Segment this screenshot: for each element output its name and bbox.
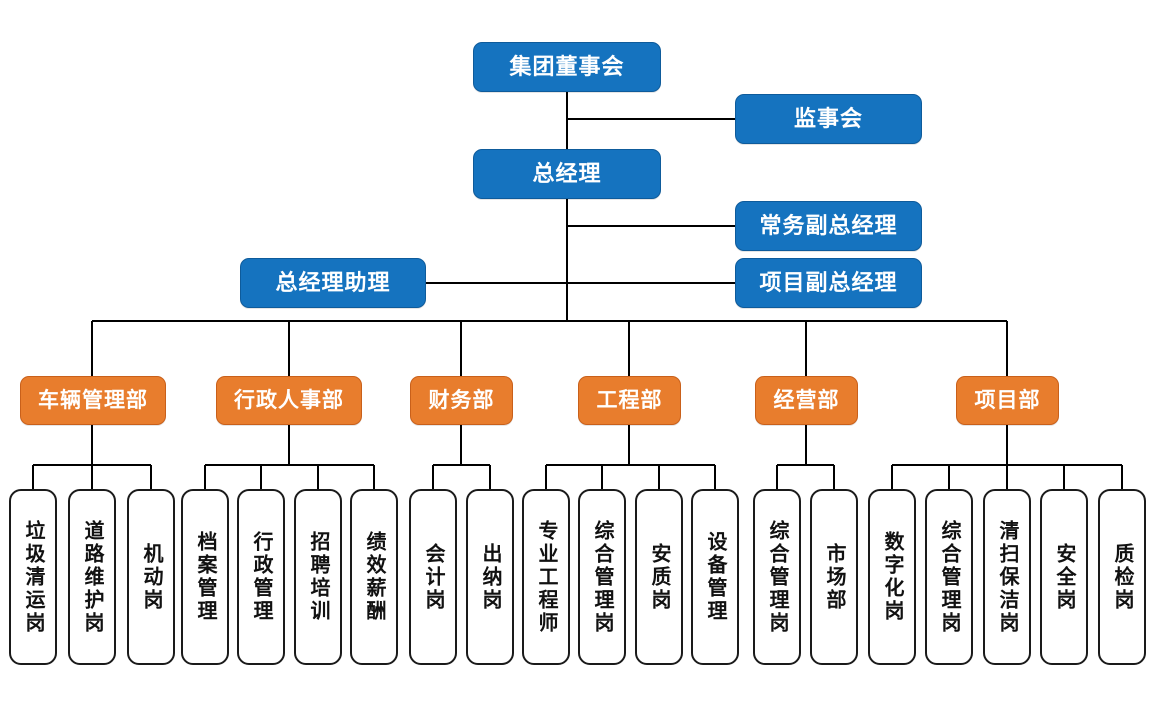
node-general-manager[interactable]: 总经理 bbox=[473, 149, 661, 199]
node-gm-assistant[interactable]: 总经理助理 bbox=[240, 258, 426, 308]
node-position-performance-compensation[interactable]: 绩效薪酬 bbox=[350, 489, 398, 665]
node-position-engineering-general-management[interactable]: 综合管理岗 bbox=[578, 489, 626, 665]
node-position-recruitment-training[interactable]: 招聘培训 bbox=[294, 489, 342, 665]
node-position-quality-inspection[interactable]: 质检岗 bbox=[1098, 489, 1146, 665]
node-position-mobile-duty[interactable]: 机动岗 bbox=[127, 489, 175, 665]
node-position-project-general-management[interactable]: 综合管理岗 bbox=[925, 489, 973, 665]
node-department-engineering[interactable]: 工程部 bbox=[578, 376, 681, 425]
node-department-project[interactable]: 项目部 bbox=[956, 376, 1059, 425]
node-position-cashier[interactable]: 出纳岗 bbox=[466, 489, 514, 665]
node-project-deputy-gm[interactable]: 项目副总经理 bbox=[735, 258, 922, 308]
node-position-professional-engineer[interactable]: 专业工程师 bbox=[522, 489, 570, 665]
node-position-equipment-management[interactable]: 设备管理 bbox=[691, 489, 739, 665]
node-position-marketing[interactable]: 市场部 bbox=[810, 489, 858, 665]
node-position-safety[interactable]: 安全岗 bbox=[1040, 489, 1088, 665]
node-board[interactable]: 集团董事会 bbox=[473, 42, 661, 92]
node-position-accounting[interactable]: 会计岗 bbox=[409, 489, 457, 665]
node-department-admin-hr[interactable]: 行政人事部 bbox=[216, 376, 362, 425]
node-department-vehicle-management[interactable]: 车辆管理部 bbox=[20, 376, 166, 425]
node-position-operations-general-management[interactable]: 综合管理岗 bbox=[753, 489, 801, 665]
node-position-records-management[interactable]: 档案管理 bbox=[181, 489, 229, 665]
node-position-waste-transport[interactable]: 垃圾清运岗 bbox=[9, 489, 57, 665]
node-department-finance[interactable]: 财务部 bbox=[410, 376, 513, 425]
node-supervisory-board[interactable]: 监事会 bbox=[735, 94, 922, 144]
node-position-cleaning-sanitation[interactable]: 清扫保洁岗 bbox=[983, 489, 1031, 665]
node-position-digitalization[interactable]: 数字化岗 bbox=[868, 489, 916, 665]
node-executive-deputy-gm[interactable]: 常务副总经理 bbox=[735, 201, 922, 251]
node-department-operations[interactable]: 经营部 bbox=[755, 376, 858, 425]
node-position-safety-quality[interactable]: 安质岗 bbox=[635, 489, 683, 665]
node-position-road-maintenance[interactable]: 道路维护岗 bbox=[68, 489, 116, 665]
node-position-administrative-management[interactable]: 行政管理 bbox=[237, 489, 285, 665]
